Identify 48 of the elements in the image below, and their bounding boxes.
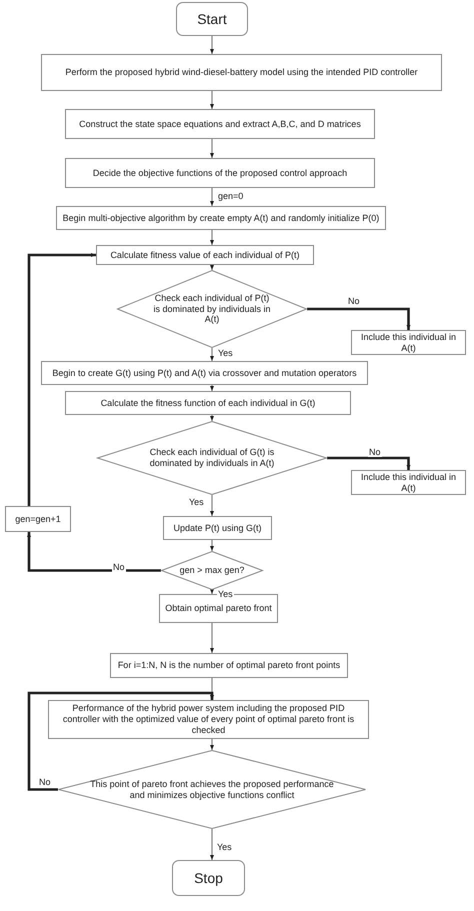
process-box: Begin multi-objective algorithm by create empty A(t) and randomly initialize P(0) [56, 206, 386, 230]
arrow [210, 494, 214, 516]
arrow [210, 138, 214, 158]
arrow [210, 738, 214, 750]
decision-text: gen > max gen? [178, 565, 246, 576]
process-box: Calculate the fitness function of each individual in G(t) [65, 391, 351, 415]
arrow [210, 348, 214, 362]
process-box: Include this individual in A(t) [351, 330, 466, 355]
arrow [210, 36, 214, 54]
terminal-box: Stop [172, 860, 245, 896]
arrow [210, 414, 214, 422]
edge-label: No [347, 297, 361, 306]
process-box: Construct the state space equations and extract A,B,C, and D matrices [65, 109, 375, 139]
arrow [210, 622, 214, 654]
arrow [210, 90, 214, 110]
process-box: For i=1:N, N is the number of optimal pareto front points [110, 653, 348, 678]
arrow [210, 540, 214, 552]
arrow [210, 589, 214, 594]
edge-label: Yes [217, 590, 234, 599]
arrow [27, 532, 161, 572]
arrow [210, 384, 214, 392]
edge-label: No [38, 778, 52, 787]
edge-label: Yes [188, 498, 205, 507]
process-box: Begin to create G(t) using P(t) and A(t) via crossover and mutation operators [41, 361, 368, 385]
process-box: Update P(t) using G(t) [163, 516, 272, 540]
process-box: gen=gen+1 [5, 506, 71, 532]
edge-label: Yes [216, 843, 233, 852]
arrow [327, 456, 410, 470]
decision-text: Check each individual of G(t) is dominated by individuals in A(t) [148, 447, 276, 469]
process-box: Performance of the hybrid power system including the proposed PID controller with the optimized value of every point of optimal pareto front is checked [48, 700, 369, 739]
edge-label: gen=0 [217, 192, 244, 201]
process-box: Perform the proposed hybrid wind-diesel-battery model using the intended PID controller [41, 54, 442, 91]
arrow [307, 308, 410, 330]
decision-text: Check each individual of P(t) is dominated by individuals in A(t) [152, 292, 272, 326]
terminal-box: Start [176, 2, 248, 36]
arrow [28, 253, 96, 506]
process-box: Calculate fitness value of each individual of P(t) [96, 245, 314, 265]
edge-label: No [112, 563, 126, 572]
arrow [210, 188, 214, 206]
edge-label: Yes [217, 349, 234, 358]
process-box: Include this individual in A(t) [351, 470, 466, 495]
arrow [210, 230, 214, 246]
arrow [210, 828, 214, 860]
process-box: Decide the objective functions of the proposed control approach [65, 158, 375, 188]
arrow [28, 692, 214, 791]
decision-text: This point of pareto front achieves the proposed performance and minimizes objective functions conflict [89, 778, 335, 800]
edge-label: No [368, 448, 382, 457]
arrow [210, 264, 214, 270]
